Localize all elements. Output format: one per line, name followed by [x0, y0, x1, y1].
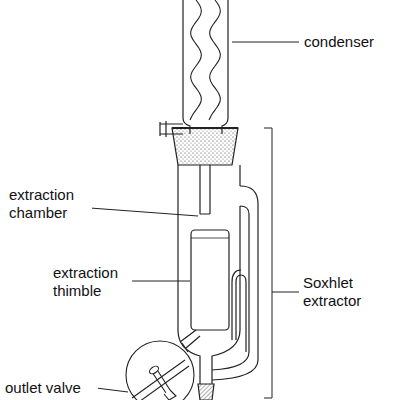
bottom-joint: [198, 384, 214, 400]
thimble: [191, 230, 229, 330]
valve-magnifier: [126, 341, 194, 400]
siphon-tube: [232, 270, 241, 340]
coil-tube: [209, 0, 220, 120]
valve-plug: [148, 365, 160, 376]
siphon-tube: [236, 275, 246, 352]
magnifier-circle: [126, 341, 194, 400]
part-label: outlet valve: [4, 379, 98, 397]
leader-line: [96, 388, 128, 392]
coil-tube: [190, 0, 201, 120]
drip-tube: [200, 165, 210, 214]
glassware: [160, 0, 258, 400]
part-label: condenser: [303, 33, 395, 51]
ground-joint: [172, 128, 238, 165]
valve-handle: [164, 390, 176, 400]
leader-line: [232, 42, 299, 43]
leader-line: [130, 281, 190, 282]
condenser-coil: [190, 0, 220, 120]
part-label: Soxhlet extractor: [302, 274, 394, 310]
condenser-wall: [222, 0, 228, 134]
extractor-bracket: [264, 128, 272, 398]
leader-line: [90, 208, 198, 216]
leader-line: [272, 292, 299, 293]
part-label: extraction chamber: [8, 186, 92, 222]
thimble-rim: [191, 238, 229, 239]
leaders: [90, 42, 299, 398]
part-label: extraction thimble: [52, 264, 132, 300]
joint-rim: [172, 127, 238, 129]
valve-tube: [132, 360, 189, 400]
condenser-wall: [183, 0, 190, 134]
